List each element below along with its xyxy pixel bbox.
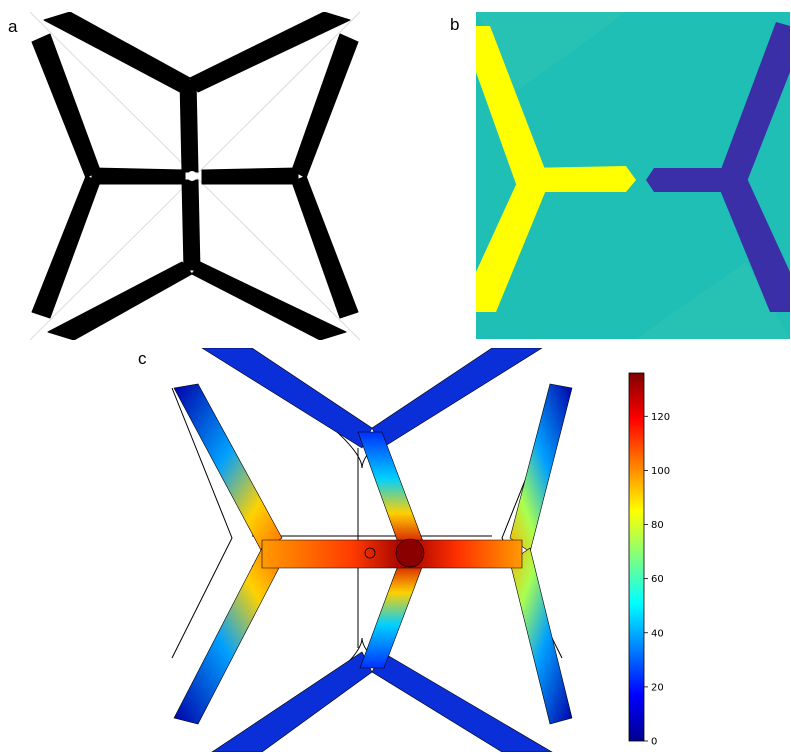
panel-b-label: b — [450, 15, 460, 34]
panel-b-phase-map — [476, 12, 790, 339]
colorbar-tick-label: 0 — [651, 737, 657, 748]
panel-a-topology — [30, 12, 360, 340]
panel-c-label: c — [138, 349, 147, 368]
colorbar-tick-label: 20 — [651, 682, 664, 693]
colorbar-tick-label: 40 — [651, 628, 664, 639]
panel-a-label: a — [8, 17, 18, 36]
colorbar-tick-label: 80 — [651, 520, 664, 531]
colorbar-tick-label: 120 — [651, 412, 670, 423]
panel-c-stress-field — [162, 348, 582, 752]
colorbar-tick-label: 100 — [651, 466, 670, 477]
colorbar: 0 20 40 60 80 100 120 — [628, 372, 670, 748]
colorbar-tick-label: 60 — [651, 574, 664, 585]
